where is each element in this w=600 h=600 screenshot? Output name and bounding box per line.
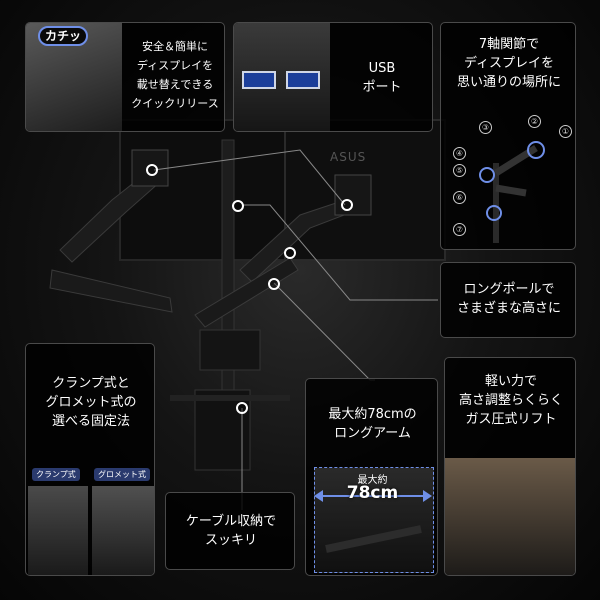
joint-ring-3: [486, 205, 502, 221]
long-arm-illustration-arm: [325, 525, 422, 553]
clamp-line-2: グロメット式の: [45, 395, 137, 410]
tag-clamp: クランプ式: [32, 468, 80, 481]
marker-pole: [284, 247, 296, 259]
panel-cable: ケーブル収納で スッキリ: [165, 492, 295, 570]
quick-release-line-1: 安全＆簡単に: [142, 40, 208, 53]
clamp-base: [199, 329, 261, 371]
usb-text: USB ポート: [334, 59, 430, 97]
leader-line-pole: [242, 204, 438, 301]
gas-lift-line-3: ガス圧式リフト: [465, 412, 557, 427]
joint-number-2: ②: [528, 115, 541, 128]
cable-text: ケーブル収納で スッキリ: [166, 512, 294, 550]
grommet-photo: [92, 486, 154, 575]
long-arm-text: 最大約78cmの ロングアーム: [306, 405, 437, 443]
usb-line-2: ポート: [362, 80, 402, 95]
panel-clamp: クランプ式と グロメット式の 選べる固定法 クランプ式 グロメット式: [25, 343, 155, 576]
panel-long-arm: 最大約78cmの ロングアーム 最大約 78cm: [305, 378, 438, 576]
panel-joints: 7軸関節で ディスプレイを 思い通りの場所に ① ② ③ ④ ⑤ ⑥ ⑦: [440, 22, 576, 250]
clamp-line-3: 選べる固定法: [51, 414, 130, 429]
quick-release-line-2: ディスプレイを: [136, 59, 214, 72]
joints-text: 7軸関節で ディスプレイを 思い通りの場所に: [441, 35, 575, 92]
marker-quick-release: [146, 164, 158, 176]
joints-line-1: 7軸関節で: [478, 37, 540, 52]
panel-long-pole: ロングポールで さまざまな高さに: [440, 262, 576, 338]
joints-pole: [493, 163, 499, 243]
desk-edge: [170, 395, 290, 401]
arm-left-lower: [49, 269, 173, 313]
gas-lift-text: 軽い力で 高さ調整らくらく ガス圧式リフト: [445, 372, 575, 429]
gas-lift-line-2: 高さ調整らくらく: [458, 393, 563, 408]
long-pole-line-1: ロングポールで: [463, 282, 555, 297]
joint-number-3: ③: [479, 121, 492, 134]
quick-release-line-3: 載せ替えできる: [136, 78, 214, 91]
leader-line-gas: [273, 282, 375, 381]
marker-cable: [236, 402, 248, 414]
long-arm-line-2: ロングアーム: [334, 426, 411, 441]
marker-joint: [232, 200, 244, 212]
marker-vesa-right: [341, 199, 353, 211]
joint-number-5: ⑤: [453, 164, 466, 177]
tag-grommet: グロメット式: [94, 468, 150, 481]
joint-number-4: ④: [453, 147, 466, 160]
clamp-line-1: クランプ式と: [52, 376, 130, 391]
marker-gas-lift: [268, 278, 280, 290]
cable-line-1: ケーブル収納で: [185, 514, 277, 529]
usb-port-1: [242, 71, 276, 89]
quick-release-line-4: クイックリリース: [131, 97, 219, 110]
joint-number-6: ⑥: [453, 191, 466, 204]
long-arm-dim-arrow-right: [423, 490, 432, 502]
joint-number-1: ①: [559, 125, 572, 138]
joints-arm-2: [495, 184, 527, 197]
leader-line-joint: [153, 149, 346, 206]
clamp-text: クランプ式と グロメット式の 選べる固定法: [26, 374, 154, 431]
long-arm-dim-arrow: [318, 495, 428, 497]
long-pole-line-2: さまざまな高さに: [456, 301, 561, 316]
long-arm-dim-value: 78cm: [346, 483, 399, 503]
quick-release-text: 安全＆簡単に ディスプレイを 載せ替えできる クイックリリース: [126, 37, 224, 113]
vesa-mount-right: [334, 174, 372, 216]
joints-line-3: 思い通りの場所に: [456, 75, 561, 90]
gas-lift-photo: [445, 458, 575, 575]
arm-right-lower: [194, 257, 299, 328]
joint-ring-2: [479, 167, 495, 183]
panel-gas-lift: 軽い力で 高さ調整らくらく ガス圧式リフト: [444, 357, 576, 576]
cable-line-2: スッキリ: [204, 533, 257, 548]
long-arm-dim-label: 最大約: [357, 475, 388, 486]
usb-port-2: [286, 71, 320, 89]
panel-quick-release: カチッ 安全＆簡単に ディスプレイを 載せ替えできる クイックリリース: [25, 22, 225, 132]
long-arm-line-1: 最大約78cmの: [328, 407, 417, 422]
gas-lift-line-1: 軽い力で: [484, 374, 537, 389]
long-arm-illustration: [325, 525, 422, 553]
joints-line-2: ディスプレイを: [463, 56, 555, 71]
joint-ring-1: [527, 141, 545, 159]
usb-line-1: USB: [368, 61, 396, 76]
long-pole-text: ロングポールで さまざまな高さに: [441, 280, 575, 318]
clamp-photo: [28, 486, 88, 575]
quick-release-badge: カチッ: [38, 26, 89, 46]
monitor-logo: ASUS: [330, 150, 367, 164]
long-arm-photo: [314, 467, 434, 573]
joint-number-7: ⑦: [453, 223, 466, 236]
panel-usb: USB ポート: [233, 22, 433, 132]
long-arm-dim-arrow-left: [314, 490, 323, 502]
joints-diagram: [493, 145, 538, 243]
